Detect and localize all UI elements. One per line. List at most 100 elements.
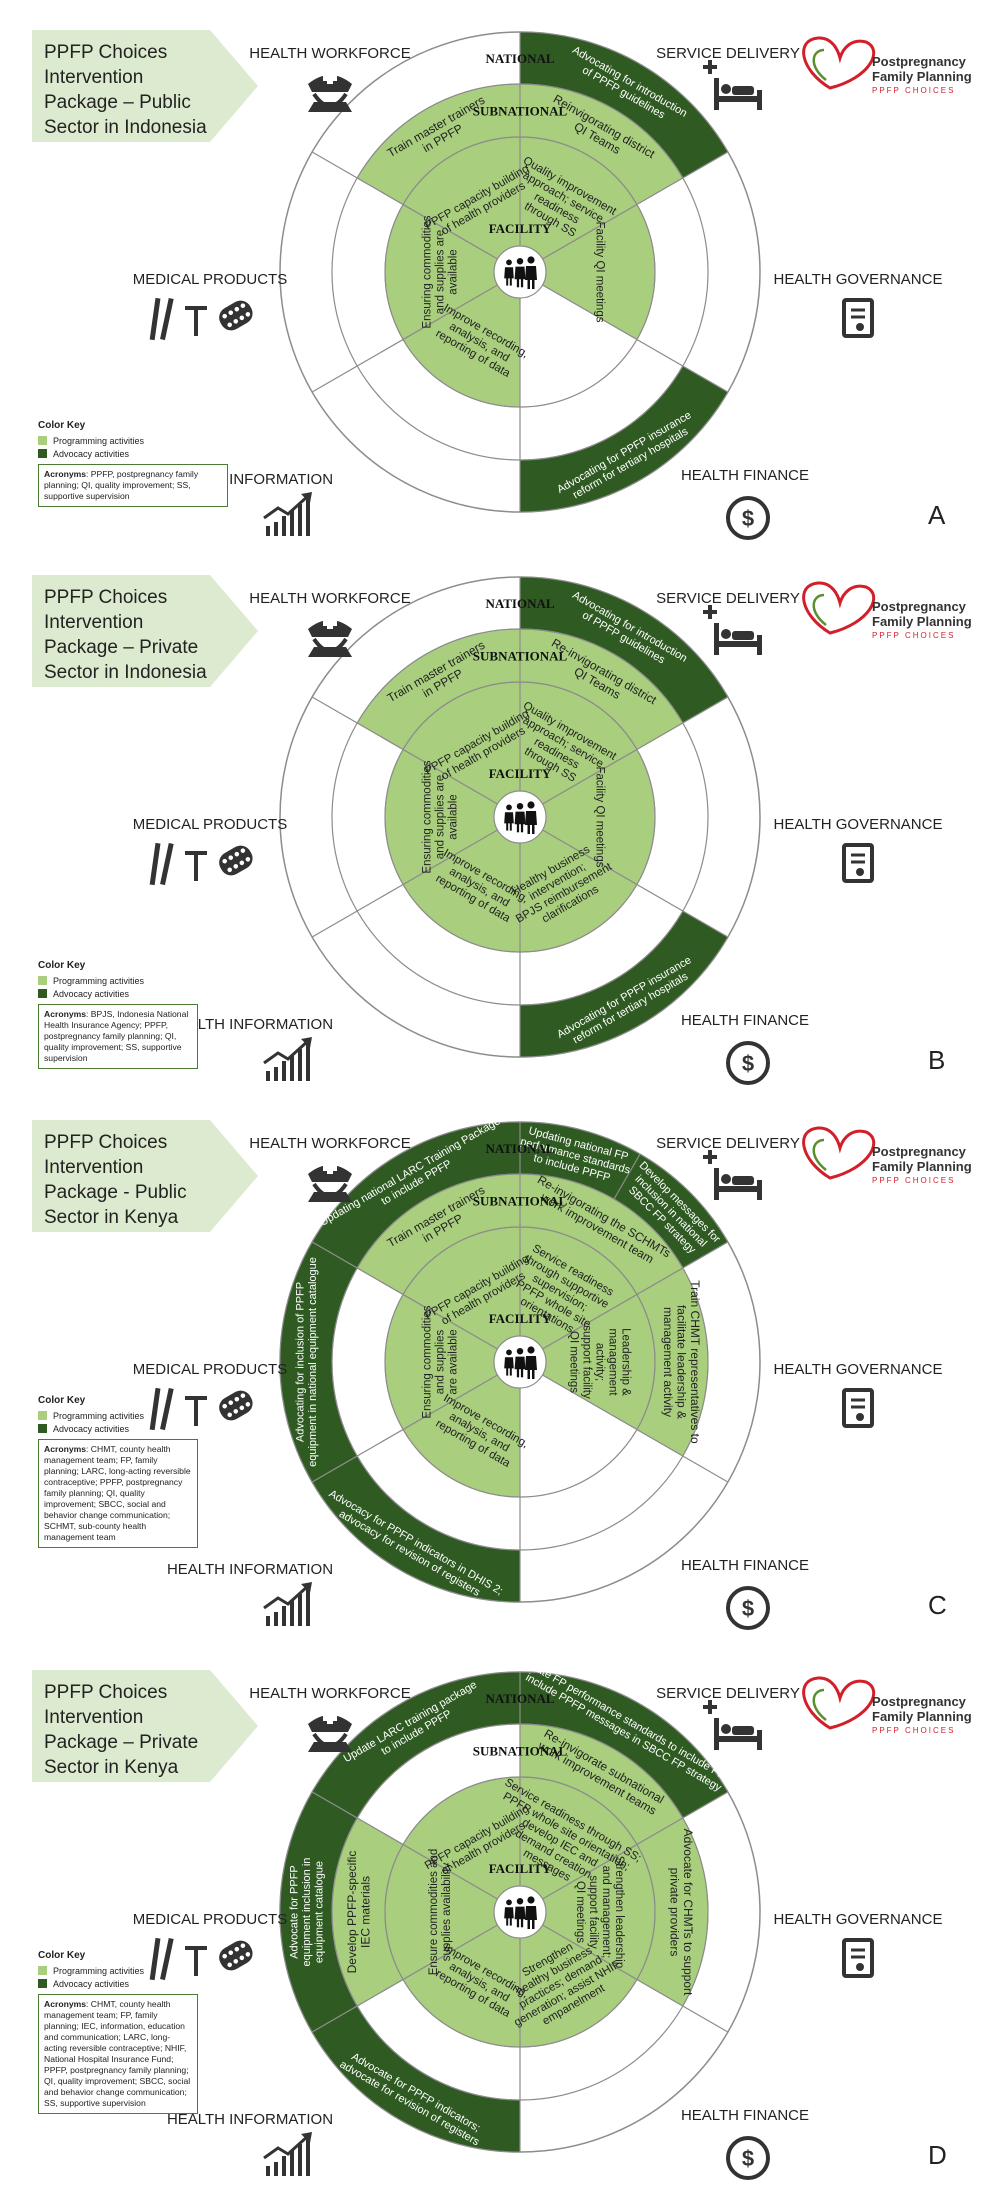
- svg-text:Family Planning: Family Planning: [872, 1709, 972, 1724]
- block-service: SERVICE DELIVERY: [656, 45, 800, 110]
- block-products: MEDICAL PRODUCTS: [133, 1361, 287, 1431]
- acronyms-label: Acronyms: [44, 1444, 87, 1454]
- acronyms-box: Acronyms: PPFP, postpregnancy family pla…: [38, 464, 228, 507]
- svg-text:HEALTH INFORMATION: HEALTH INFORMATION: [167, 1561, 333, 1578]
- svg-text:PPFP CHOICES: PPFP CHOICES: [872, 631, 955, 640]
- swatch-advocacy: [38, 1424, 47, 1433]
- ring-label: FACILITY: [489, 1311, 552, 1326]
- color-key-title: Color Key: [38, 1395, 86, 1406]
- svg-text:MEDICAL PRODUCTS: MEDICAL PRODUCTS: [133, 816, 287, 833]
- segment-label: Advocating for inclusion of PPFPequipmen…: [295, 1257, 320, 1467]
- svg-text:PPFP CHOICES: PPFP CHOICES: [872, 1176, 955, 1185]
- segment-label: Train CHMT representatives tofacilitate …: [661, 1280, 702, 1444]
- cert-icon: [842, 298, 874, 338]
- swatch-programming: [38, 976, 47, 985]
- block-information: HEALTH INFORMATION: [167, 1016, 333, 1081]
- nurse-icon: [308, 72, 352, 112]
- block-workforce: HEALTH WORKFORCE: [249, 45, 411, 112]
- panel-letter: B: [928, 1045, 946, 1075]
- products-icon: [149, 842, 253, 886]
- color-key-title: Color Key: [38, 960, 86, 971]
- svg-text:HEALTH WORKFORCE: HEALTH WORKFORCE: [249, 1135, 410, 1152]
- key-advocacy-label: Advocacy activities: [53, 448, 130, 459]
- segment-label: Ensuring commoditiesand supplies areavai…: [422, 215, 460, 328]
- ring-label: SUBNATIONAL: [473, 1744, 568, 1759]
- ring-label: FACILITY: [489, 221, 552, 236]
- key-advocacy: Advocacy activities: [38, 447, 228, 460]
- key-programming: Programming activities: [38, 434, 228, 447]
- block-finance: HEALTH FINANCE$: [681, 1557, 809, 1630]
- svg-text:MEDICAL PRODUCTS: MEDICAL PRODUCTS: [133, 1911, 287, 1928]
- graph-icon: [263, 2132, 312, 2176]
- key-advocacy-label: Advocacy activities: [53, 1978, 130, 1989]
- svg-text:MEDICAL PRODUCTS: MEDICAL PRODUCTS: [133, 271, 287, 288]
- ring-label: SUBNATIONAL: [473, 1194, 568, 1209]
- acronyms-label: Acronyms: [44, 469, 87, 479]
- svg-text:HEALTH GOVERNANCE: HEALTH GOVERNANCE: [774, 1361, 943, 1378]
- block-service: SERVICE DELIVERY: [656, 1685, 800, 1750]
- key-advocacy: Advocacy activities: [38, 1422, 198, 1435]
- svg-text:$: $: [742, 2146, 754, 2171]
- acronyms-box: Acronyms: CHMT, county health management…: [38, 1994, 198, 2114]
- key-programming: Programming activities: [38, 1964, 198, 1977]
- acronyms-label: Acronyms: [44, 1999, 87, 2009]
- segment-label: Develop PPFP-specificIEC materials: [345, 1851, 373, 1974]
- block-products: MEDICAL PRODUCTS: [133, 816, 287, 886]
- svg-text:Postpregnancy: Postpregnancy: [872, 54, 967, 69]
- segment-label: Ensuring commoditiesand supplies areavai…: [422, 760, 460, 873]
- color-key: Color Key Programming activities Advocac…: [38, 960, 198, 1069]
- ring-label: FACILITY: [489, 1861, 552, 1876]
- segment-label: Advocate for PPFPequipment inclusion ine…: [288, 1858, 325, 1967]
- segment-label: Advocate for CHMTs to supportprivate pro…: [668, 1829, 696, 1996]
- swatch-advocacy: [38, 1979, 47, 1988]
- svg-text:PPFP CHOICES: PPFP CHOICES: [872, 1726, 955, 1735]
- swatch-advocacy: [38, 449, 47, 458]
- segment-label: Strengthenhealthy businesspractices; dem…: [493, 1925, 629, 2041]
- svg-text:HEALTH FINANCE: HEALTH FINANCE: [681, 467, 809, 484]
- svg-text:HEALTH GOVERNANCE: HEALTH GOVERNANCE: [774, 271, 943, 288]
- nurse-icon: [308, 617, 352, 657]
- key-advocacy-label: Advocacy activities: [53, 1423, 130, 1434]
- acronyms-text: : CHMT, county health management team; F…: [44, 1999, 191, 2108]
- wheel: Update LARC training packageto include P…: [279, 1653, 761, 2153]
- block-governance: HEALTH GOVERNANCE: [774, 816, 942, 883]
- acronyms-text: : CHMT, county health management team; F…: [44, 1444, 191, 1542]
- key-advocacy: Advocacy activities: [38, 1977, 198, 1990]
- wheel: Advocating for introductionof PPFP guide…: [279, 31, 761, 513]
- ring-label: FACILITY: [489, 766, 552, 781]
- cert-icon: [842, 843, 874, 883]
- acronyms-text: : PPFP, postpregnancy family planning; Q…: [44, 469, 199, 501]
- ring-label: NATIONAL: [485, 596, 554, 611]
- acronyms-box: Acronyms: BPJS, Indonesia National Healt…: [38, 1004, 198, 1069]
- dollar-icon: $: [726, 496, 770, 540]
- swatch-advocacy: [38, 989, 47, 998]
- svg-text:SERVICE DELIVERY: SERVICE DELIVERY: [656, 45, 800, 62]
- color-key-title: Color Key: [38, 420, 86, 431]
- ring-label: SUBNATIONAL: [473, 104, 568, 119]
- svg-text:Family Planning: Family Planning: [872, 1159, 972, 1174]
- block-workforce: HEALTH WORKFORCE: [249, 1135, 411, 1202]
- block-service: SERVICE DELIVERY: [656, 590, 800, 655]
- graph-icon: [263, 1037, 312, 1081]
- block-products: MEDICAL PRODUCTS: [133, 1911, 287, 1981]
- color-key-title: Color Key: [38, 1950, 86, 1961]
- panel-letter: A: [928, 500, 946, 530]
- block-products: MEDICAL PRODUCTS: [133, 271, 287, 341]
- svg-text:HEALTH GOVERNANCE: HEALTH GOVERNANCE: [774, 1911, 943, 1928]
- svg-text:$: $: [742, 1596, 754, 1621]
- segment-label: Facility QI meetings: [593, 767, 605, 868]
- segment-label: Facility QI meetings: [593, 222, 605, 323]
